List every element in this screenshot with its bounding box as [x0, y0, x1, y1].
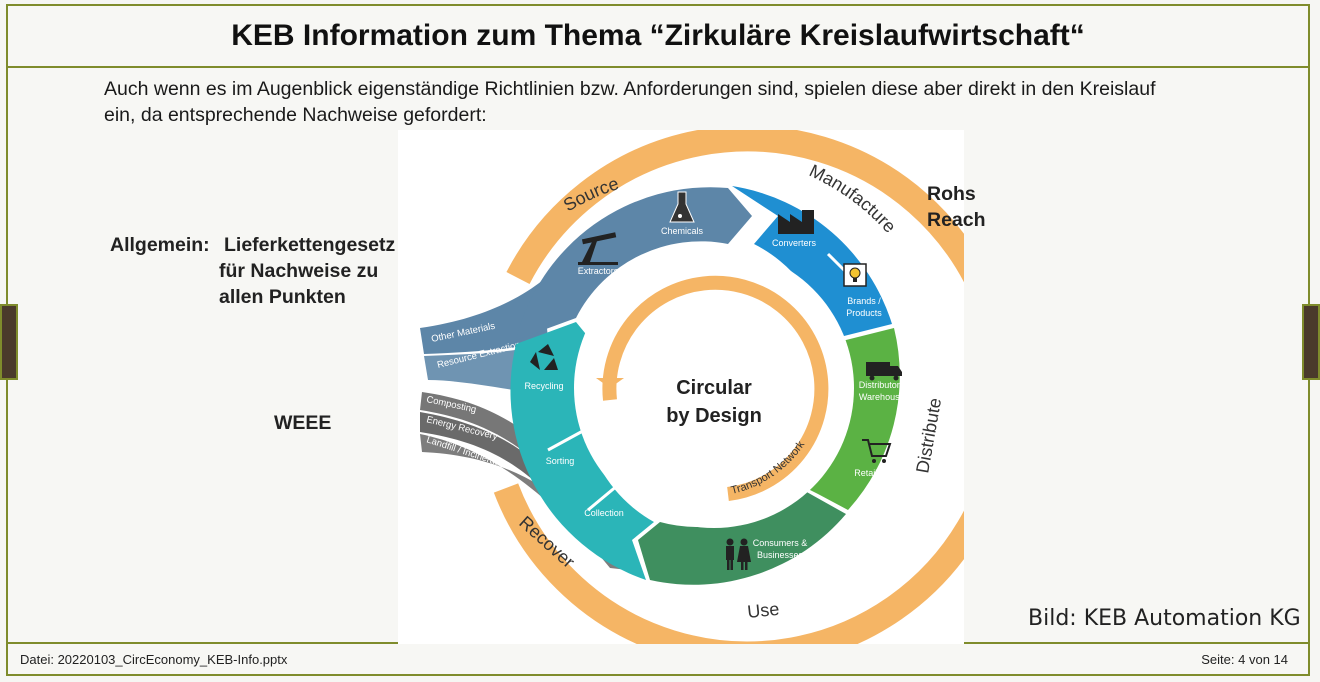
segment-label-converters: Converters	[772, 238, 817, 248]
recycling-icon	[530, 344, 558, 370]
title-bar: KEB Information zum Thema “Zirkuläre Kre…	[8, 6, 1308, 68]
segment-label-brands-1: Brands /	[847, 296, 881, 306]
label-allgemein: Allgemein:	[110, 234, 210, 256]
image-credit: Bild: KEB Automation KG	[1028, 606, 1301, 631]
output-stream-energy-recovery	[420, 412, 550, 488]
segment-label-consumers-1: Consumers &	[753, 538, 808, 548]
transport-network-ring	[602, 275, 829, 501]
segment-label-consumers-2: Businesses	[757, 550, 804, 560]
center-title-line2: by Design	[666, 405, 762, 427]
input-stream-other-materials	[420, 280, 548, 354]
right-side-tab	[1302, 304, 1320, 380]
label-nachweise: für Nachweise zu	[219, 260, 379, 282]
center-title-line1: Circular	[676, 377, 752, 399]
lightbulb-icon	[843, 263, 867, 287]
outer-label-use: Use	[746, 599, 780, 622]
output-stream-composting	[420, 392, 558, 472]
slide-title: KEB Information zum Thema “Zirkuläre Kre…	[231, 19, 1085, 52]
segment-source	[516, 187, 752, 340]
segment-use	[638, 486, 846, 585]
outer-lifecycle-arc	[493, 130, 964, 644]
intro-text: Auch wenn es im Augenblick eigenständige…	[104, 78, 1156, 126]
label-alle-punkte: allen Punkten	[219, 286, 346, 308]
label-weee: WEEE	[274, 412, 332, 434]
circular-economy-diagram: Other Materials Resource Extraction Comp…	[398, 130, 964, 644]
label-rohs: Rohs	[927, 183, 976, 205]
segment-label-extractors: Extractors	[578, 266, 619, 276]
segment-label-retailers: Retailers	[854, 468, 890, 478]
segment-label-chemicals: Chemicals	[661, 226, 704, 236]
transport-arrowhead	[596, 378, 624, 388]
footer-page-number: Seite: 4 von 14	[1201, 652, 1288, 667]
shopping-cart-icon	[862, 439, 892, 463]
footer-filename: Datei: 20220103_CircEconomy_KEB-Info.ppt…	[20, 652, 288, 667]
segment-label-recycling: Recycling	[524, 381, 563, 391]
segment-label-brands-2: Products	[846, 308, 882, 318]
segment-recover	[510, 322, 654, 580]
factory-icon	[778, 210, 814, 234]
label-lieferkettengesetz: Lieferkettengesetz	[224, 234, 396, 256]
segment-label-distributors-2: Warehouses	[859, 392, 910, 402]
flask-icon	[669, 191, 695, 223]
left-side-tab	[0, 304, 18, 380]
segment-label-collection: Collection	[584, 508, 624, 518]
truck-icon	[866, 362, 902, 381]
label-reach: Reach	[927, 209, 986, 231]
segment-manufacture	[732, 186, 892, 340]
segment-label-sorting: Sorting	[546, 456, 575, 466]
people-icon	[726, 538, 751, 570]
segment-label-distributors-1: Distributors /	[859, 380, 910, 390]
oil-pump-icon	[578, 232, 618, 265]
